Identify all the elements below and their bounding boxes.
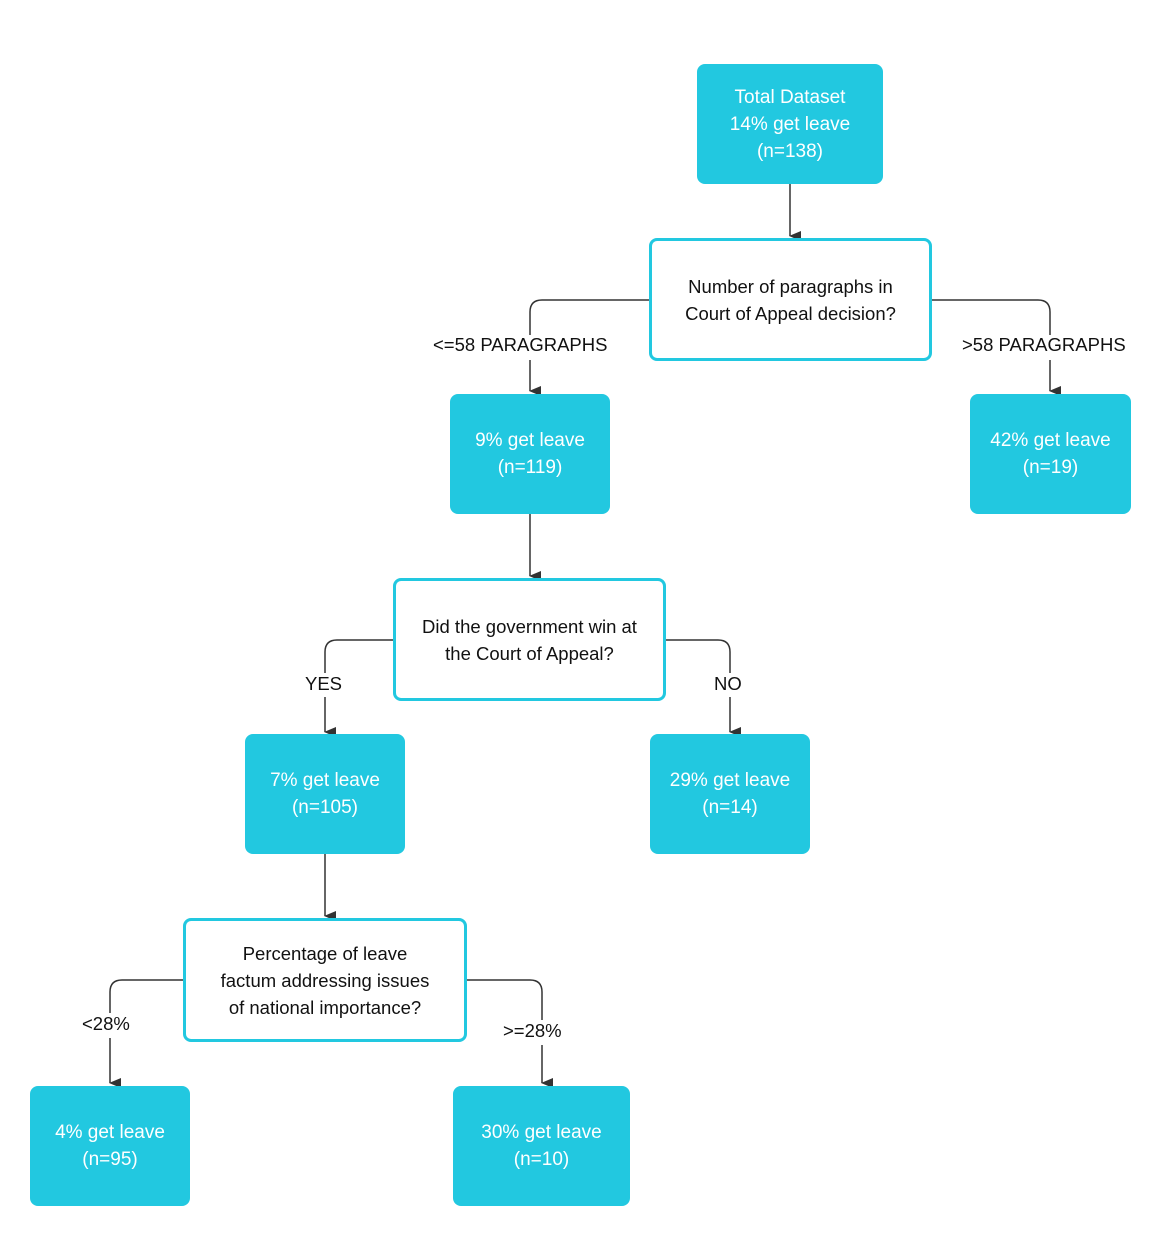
question-paragraphs: Number of paragraphs in Court of Appeal … <box>649 238 932 361</box>
node-lt28-count: (n=95) <box>82 1149 138 1170</box>
question-government-line2: the Court of Appeal? <box>445 642 614 664</box>
node-ge28-count: (n=10) <box>513 1149 570 1170</box>
root-node: Total Dataset 14% get leave (n=138) <box>697 64 883 184</box>
connector-to-gt58 <box>930 299 1050 391</box>
question-paragraphs-line2: Court of Appeal decision? <box>685 302 896 324</box>
node-no: 29% get leave (n=14) <box>650 734 810 854</box>
connector-to-le58 <box>530 299 650 391</box>
question-paragraphs-line1: Number of paragraphs in <box>688 275 893 297</box>
question-factum-line3: of national importance? <box>228 996 422 1018</box>
connector-to-yes <box>325 639 395 732</box>
node-ge28: 30% get leave (n=10) <box>453 1086 630 1206</box>
root-title: Total Dataset <box>734 86 846 108</box>
edge-label-no: NO <box>714 673 742 694</box>
node-lt28: 4% get leave (n=95) <box>30 1086 190 1206</box>
node-yes-count: (n=105) <box>291 797 359 818</box>
node-gt58-rate: 42% get leave <box>990 430 1111 451</box>
node-ge28-rate: 30% get leave <box>481 1122 602 1143</box>
node-no-count: (n=14) <box>702 797 758 818</box>
node-le58: 9% get leave (n=119) <box>450 394 610 514</box>
connector-to-lt28 <box>110 979 185 1083</box>
root-count: (n=138) <box>756 140 824 162</box>
question-government-line1: Did the government win at <box>422 615 637 637</box>
question-government: Did the government win at the Court of A… <box>393 578 666 701</box>
connector-to-no <box>665 639 730 732</box>
node-le58-count: (n=119) <box>497 457 563 478</box>
node-gt58: 42% get leave (n=19) <box>970 394 1131 514</box>
node-le58-rate: 9% get leave <box>475 430 585 451</box>
node-no-rate: 29% get leave <box>669 770 791 791</box>
question-factum: Percentage of leave factum addressing is… <box>183 918 467 1042</box>
edge-label-lt28: <28% <box>82 1013 130 1034</box>
node-yes-rate: 7% get leave <box>270 770 380 791</box>
question-factum-line1: Percentage of leave <box>242 942 408 964</box>
node-yes: 7% get leave (n=105) <box>245 734 405 854</box>
node-gt58-count: (n=19) <box>1022 457 1079 478</box>
question-factum-line2: factum addressing issues <box>220 969 430 991</box>
connector-to-ge28 <box>465 979 542 1083</box>
edge-label-ge28: >=28% <box>503 1020 562 1041</box>
node-lt28-rate: 4% get leave <box>55 1122 165 1143</box>
edge-label-gt58: >58 PARAGRAPHS <box>962 334 1126 355</box>
edge-label-le58: <=58 PARAGRAPHS <box>433 334 608 355</box>
root-rate: 14% get leave <box>729 113 851 135</box>
edge-label-yes: YES <box>305 673 343 694</box>
